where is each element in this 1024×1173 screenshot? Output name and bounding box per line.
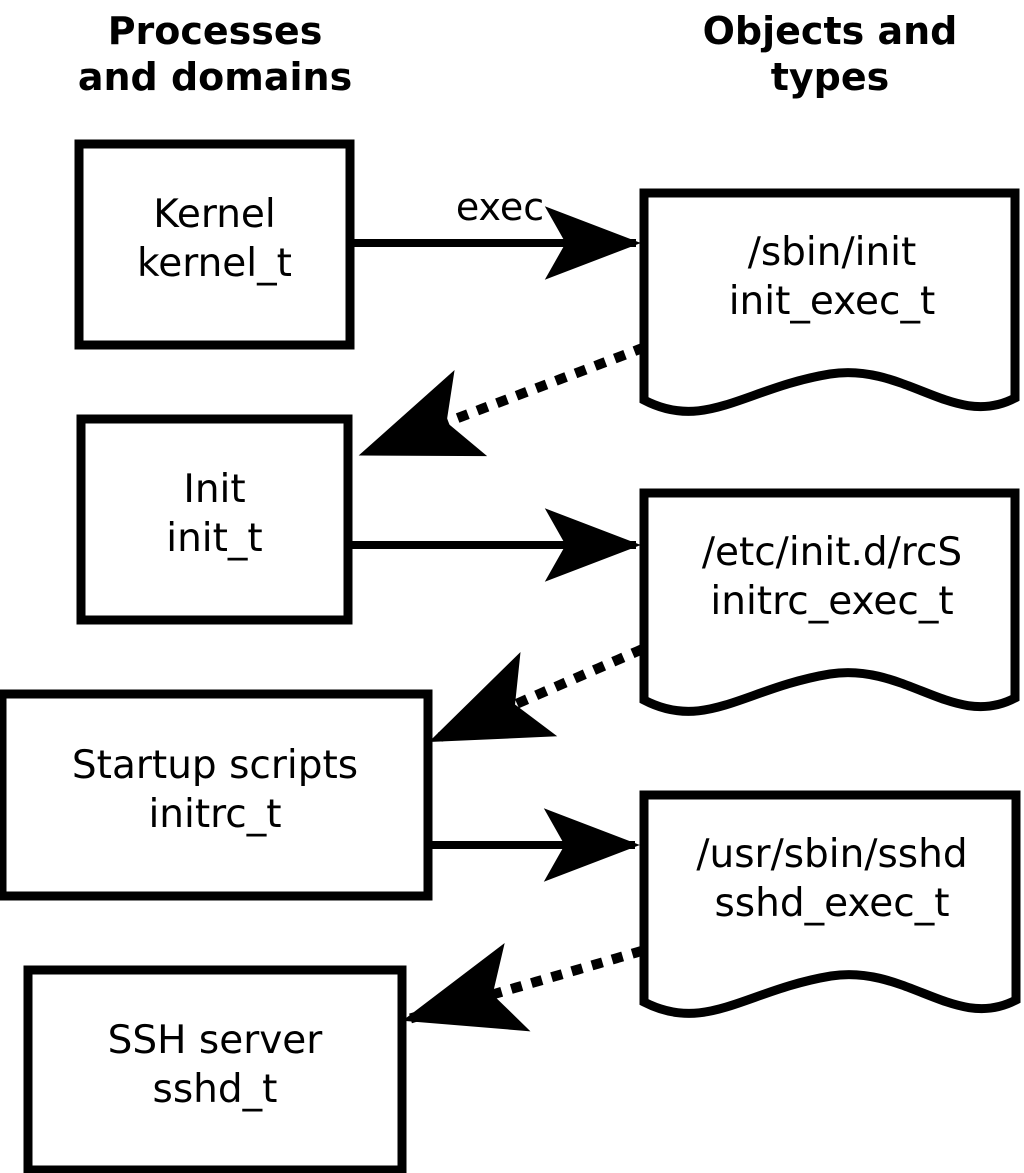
- object-label-sshd-exec: /usr/sbin/sshd sshd_exec_t: [696, 832, 968, 926]
- object-doc-initrc-exec[interactable]: [639, 488, 1020, 716]
- process-label-init: Init init_t: [166, 467, 263, 561]
- process-box-initrc[interactable]: [0, 689, 433, 901]
- object-label-initrc-exec: /etc/init.d/rcS initrc_exec_t: [701, 530, 963, 624]
- process-label-kernel: Kernel kernel_t: [137, 192, 292, 286]
- object-doc-init-exec[interactable]: [639, 188, 1020, 416]
- object-doc-sshd-exec[interactable]: [639, 790, 1021, 1018]
- edge-init-exec-transition: [358, 342, 647, 459]
- process-box-init[interactable]: [76, 414, 353, 625]
- process-box-kernel[interactable]: [74, 139, 355, 350]
- object-label-init-exec: /sbin/init init_exec_t: [728, 230, 936, 324]
- process-box-sshd[interactable]: [23, 965, 407, 1173]
- process-label-initrc: Startup scripts initrc_t: [71, 743, 359, 837]
- edge-initrc-exec-transition: [428, 644, 645, 745]
- edge-label-exec: exec: [455, 185, 545, 229]
- column-header-processes: Processes and domains: [77, 9, 353, 99]
- process-label-sshd: SSH server sshd_t: [107, 1018, 323, 1112]
- edge-sshd-exec-transition: [402, 943, 645, 1032]
- column-header-objects: Objects and types: [702, 9, 958, 99]
